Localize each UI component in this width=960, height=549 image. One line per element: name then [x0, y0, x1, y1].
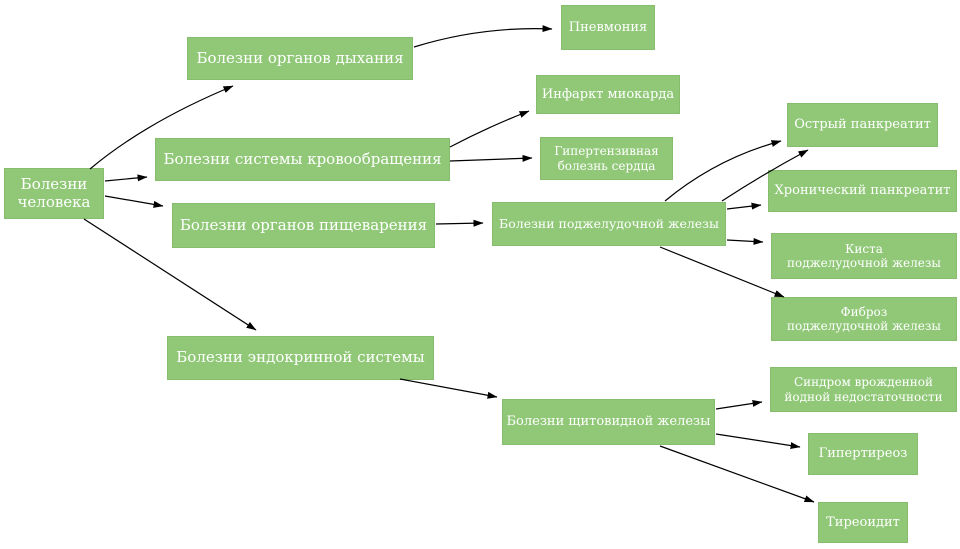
node-label: Болезни эндокринной системы: [176, 348, 425, 367]
node-hyper: Гипертиреоз: [808, 433, 918, 475]
edge-pancreas-to-cyst: [726, 237, 764, 245]
edge-human-to-dig: [104, 195, 164, 208]
node-label: Болезни органов пищеварения: [179, 215, 428, 234]
node-thyroiditis: Тиреоидит: [818, 502, 908, 543]
node-infarct: Инфаркт миокарда: [536, 75, 680, 114]
node-chronic: Хронический панкреатит: [768, 170, 957, 212]
node-label: Тиреоидит: [826, 514, 900, 530]
node-label: Болезни щитовидной железы: [506, 414, 711, 430]
node-circ: Болезни системы кровообращения: [155, 138, 450, 181]
node-thyroid: Болезни щитовидной железы: [502, 399, 715, 445]
node-endo: Болезни эндокринной системы: [167, 336, 434, 380]
node-label: Болезни поджелудочной железы: [499, 215, 719, 231]
edge-thyroid-to-hyper: [715, 433, 801, 450]
edge-dig-to-pancreas: [435, 219, 484, 227]
edge-circ-to-infarct: [449, 110, 530, 148]
edge-pancreas-to-fibrosis: [659, 246, 785, 298]
node-pancreas: Болезни поджелудочной железы: [492, 202, 726, 246]
edge-circ-to-hypertensive: [449, 154, 533, 162]
node-pneumonia: Пневмония: [561, 5, 655, 50]
node-label: Острый панкреатит: [794, 117, 931, 133]
node-resp: Болезни органов дыхания: [187, 37, 413, 80]
node-label: Болезни системы кровообращения: [163, 149, 442, 168]
node-acute: Острый панкреатит: [787, 103, 938, 147]
edge-pancreas-to-chronic: [726, 202, 762, 210]
edge-human-to-circ: [104, 174, 148, 182]
node-dig: Болезни органов пищеварения: [172, 203, 435, 248]
node-label: Болезни органов дыхания: [196, 48, 404, 67]
edge-pancreas-to-acute: [664, 140, 782, 202]
node-label: Гипертиреоз: [818, 446, 908, 462]
edge-thyroid-to-thyroiditis: [659, 445, 815, 503]
node-label: Хронический панкреатит: [774, 183, 951, 199]
edge-endo-to-thyroid: [399, 378, 498, 399]
node-label: Пневмония: [568, 19, 648, 35]
edge-thyroid-to-iodine: [715, 399, 763, 410]
edge-resp-to-pneumonia: [413, 25, 553, 48]
node-label: Инфаркт миокарда: [541, 86, 675, 102]
